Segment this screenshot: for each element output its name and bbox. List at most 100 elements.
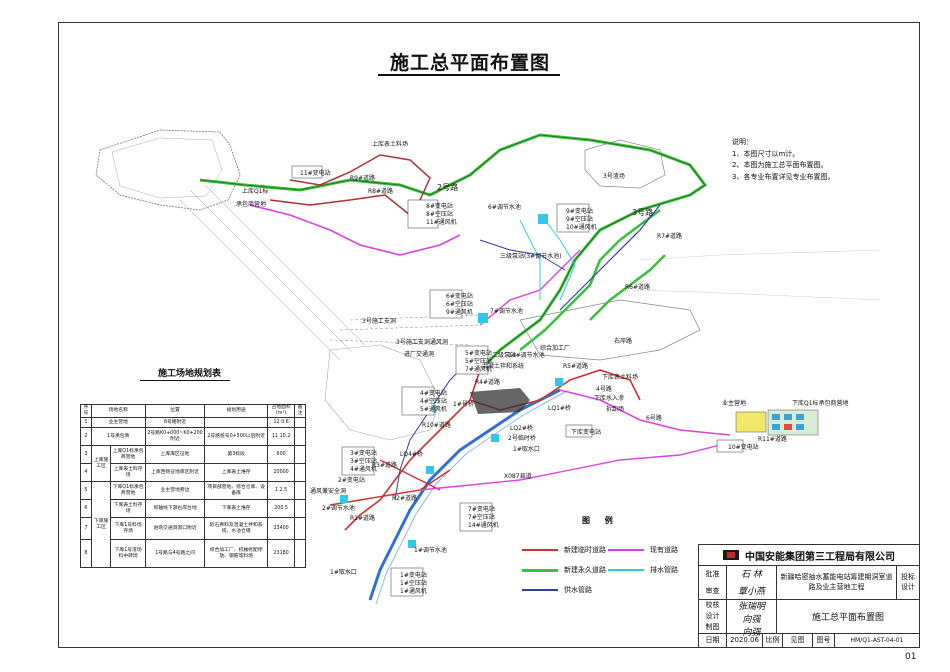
- label-sub3a: 3#变电站: [350, 449, 377, 457]
- label-storage: 通风兼安全洞: [310, 487, 346, 495]
- cell-no: 7: [80, 517, 92, 540]
- cell-pos: 业主营地旁边: [144, 481, 206, 500]
- cell-name: 业主营地: [90, 417, 146, 428]
- river: [368, 388, 561, 601]
- tank-marker: [408, 540, 416, 548]
- signature: 石 林: [741, 570, 762, 580]
- label-sub3b: 3#空压站: [350, 457, 377, 465]
- label-plant-road: 进厂交通洞: [404, 350, 434, 358]
- drawing-frame: [58, 22, 920, 648]
- table-row: 4 上库表土料存场 上库西侧征地库区附近 上库表土堆存 20000: [80, 463, 306, 482]
- label-pump1b: 1#取水口: [330, 568, 357, 576]
- river-bank: [375, 391, 566, 605]
- label-r11: R11#道路: [758, 435, 787, 443]
- label-r1: R1#道路: [350, 514, 375, 522]
- label-sub6b: 6#空压站: [446, 300, 473, 308]
- cell-area: 200 5: [267, 499, 296, 518]
- role-label: 校核: [705, 600, 720, 609]
- label-rebuild: 拆卸场: [606, 405, 624, 413]
- label-sub9a: 9#变电站: [566, 207, 593, 215]
- tunnel-access: [329, 314, 481, 346]
- label-tank1: 1#调节水池: [414, 546, 447, 554]
- label-sub4a: 4#变电站: [420, 389, 447, 397]
- cell-no: 5: [80, 481, 92, 500]
- owner-camp-block: [735, 411, 767, 433]
- stage-label: 设计: [901, 583, 915, 591]
- label-batch: 综合加工厂: [540, 344, 570, 352]
- label-sub4c: 5#通风机: [420, 405, 447, 413]
- table-header: 备注: [294, 404, 306, 418]
- cell-area: 23180: [267, 539, 296, 568]
- label-tunnel-vent: 3号施工支洞通风洞: [396, 338, 448, 346]
- permanent-road-upper: [199, 133, 708, 372]
- tank-marker: [426, 466, 434, 474]
- label-sub5c: 7#通风机: [465, 365, 492, 373]
- role-label: 制图: [705, 623, 720, 632]
- label-lower-q1: 下库Q1标承包商营地: [792, 399, 849, 407]
- label-sub7b: 7#空压站: [468, 513, 495, 521]
- label-owner: 业主营地: [722, 399, 746, 407]
- cell-pos: 1号路与4号路之间: [144, 539, 206, 568]
- cell-area: 12 0.6: [267, 417, 296, 428]
- water-supply-pipe: [394, 239, 566, 501]
- label-sub8b: 8#空压站: [426, 210, 453, 218]
- map-legend: 图 例 新建临时道路 现有道路 新建永久道路 排水管路 供水管路: [508, 515, 688, 603]
- scale-label: 比例: [763, 633, 783, 647]
- cell-note: [294, 517, 306, 540]
- permanent-road-upper-stripe: [199, 134, 706, 371]
- cell-use: 下库表土堆存: [204, 499, 269, 518]
- label-sub7c: 14#通风机: [468, 521, 499, 529]
- temp-road-r2: [329, 469, 451, 506]
- cell-use: 2号路桩号0+500以后附近: [204, 427, 269, 446]
- cell-name: 1号承包商: [90, 427, 146, 446]
- title-block: 中国安能集团第三工程局有限公司 批准 审查 石 林 覃小燕 新疆哈密抽水蓄能电站…: [698, 544, 920, 648]
- label-sub1a: 1#变电站: [400, 571, 427, 579]
- substation-box: [455, 345, 489, 375]
- cell-no: 2: [80, 427, 92, 446]
- label-r3: R3#道路: [372, 461, 397, 469]
- legend-item-drainage: 排水管路: [608, 565, 678, 575]
- existing-road-upper: [249, 204, 461, 256]
- cell-area: 23400: [267, 517, 296, 540]
- cell-group: 上库施工区: [90, 445, 112, 482]
- cell-name: 上库表土料存场: [110, 463, 146, 482]
- existing-road-lower: [559, 389, 731, 436]
- cell-note: [294, 463, 306, 482]
- company-logo-icon: [723, 550, 739, 560]
- label-road2: 2号路: [437, 182, 458, 192]
- label-sub1c: 1#通风机: [400, 587, 427, 595]
- cell-no: 3: [80, 445, 92, 464]
- cell-note: [294, 427, 306, 446]
- substation-box: [429, 289, 463, 319]
- table-header: 序号: [80, 404, 92, 418]
- cell-name: 下库1号渣场料中转场: [110, 539, 146, 568]
- label-sub5b: 5#空压站: [465, 357, 492, 365]
- label-sub4b: 4#空压站: [420, 397, 447, 405]
- camp-building: [784, 414, 792, 420]
- table-row: 5 下库施工区 下库Q1标承包商营地 业主营地旁边 项目部营地、综合仓库、设备库…: [80, 481, 306, 568]
- label-right-road: 右岸路: [614, 337, 632, 345]
- substation-box: [556, 203, 590, 233]
- label-sub9b: 9#空压站: [566, 215, 593, 223]
- cell-pos: 2号路K0+000~K0+200附近: [144, 427, 206, 446]
- cell-no: 4: [80, 463, 92, 482]
- tank-marker: [478, 313, 488, 323]
- label-sub5a: 5#变电站: [465, 349, 492, 357]
- cell-note: [294, 417, 306, 428]
- cell-name: 下库Q1标承包商营地: [110, 481, 146, 500]
- headrace-tunnel: [179, 184, 366, 361]
- substation-box: [291, 165, 323, 179]
- lower-q1-camp-block: [767, 409, 819, 436]
- label-pump2: 二级泵站: [492, 351, 516, 359]
- table-row: 1 业主营地 8号路附近 12 0.6: [80, 417, 306, 428]
- tank-marker: [491, 434, 499, 442]
- cell-note: [294, 539, 306, 568]
- title-block-project-row: 批准 审查 石 林 覃小燕 新疆哈密抽水蓄能电站筹建期洞室道路及业主营地工程 投…: [699, 565, 919, 600]
- site-table-underline: [140, 380, 230, 381]
- cell-note: [294, 445, 306, 464]
- note-item: 2、本图为施工总平面布置图。: [732, 161, 828, 169]
- label-road4: 4号路: [596, 385, 612, 393]
- role-label: 设计: [705, 611, 720, 620]
- table-header: 场地名称: [90, 404, 146, 418]
- table-row: 8 下库1号渣场料中转场 1号路与4号路之间 综合加工厂、机械修配停放、钢筋等料…: [80, 539, 306, 568]
